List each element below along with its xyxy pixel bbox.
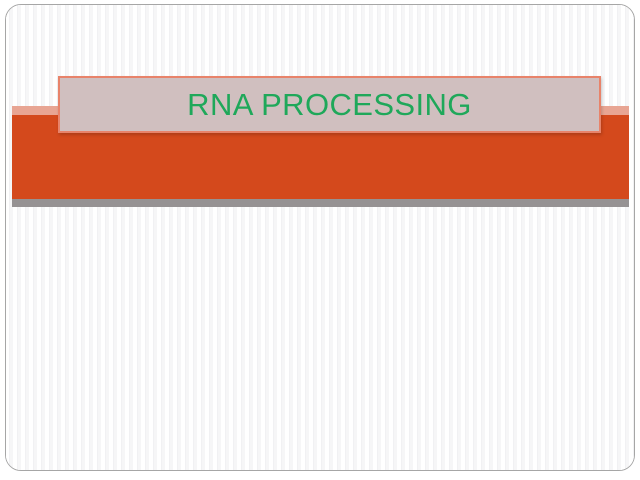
slide-title: RNA PROCESSING: [187, 87, 472, 122]
slide-content-area[interactable]: [18, 217, 622, 460]
title-placeholder[interactable]: RNA PROCESSING: [58, 76, 601, 133]
slide-frame: RNA PROCESSING: [5, 4, 635, 471]
banner-drop-shadow-strip: [12, 199, 629, 207]
